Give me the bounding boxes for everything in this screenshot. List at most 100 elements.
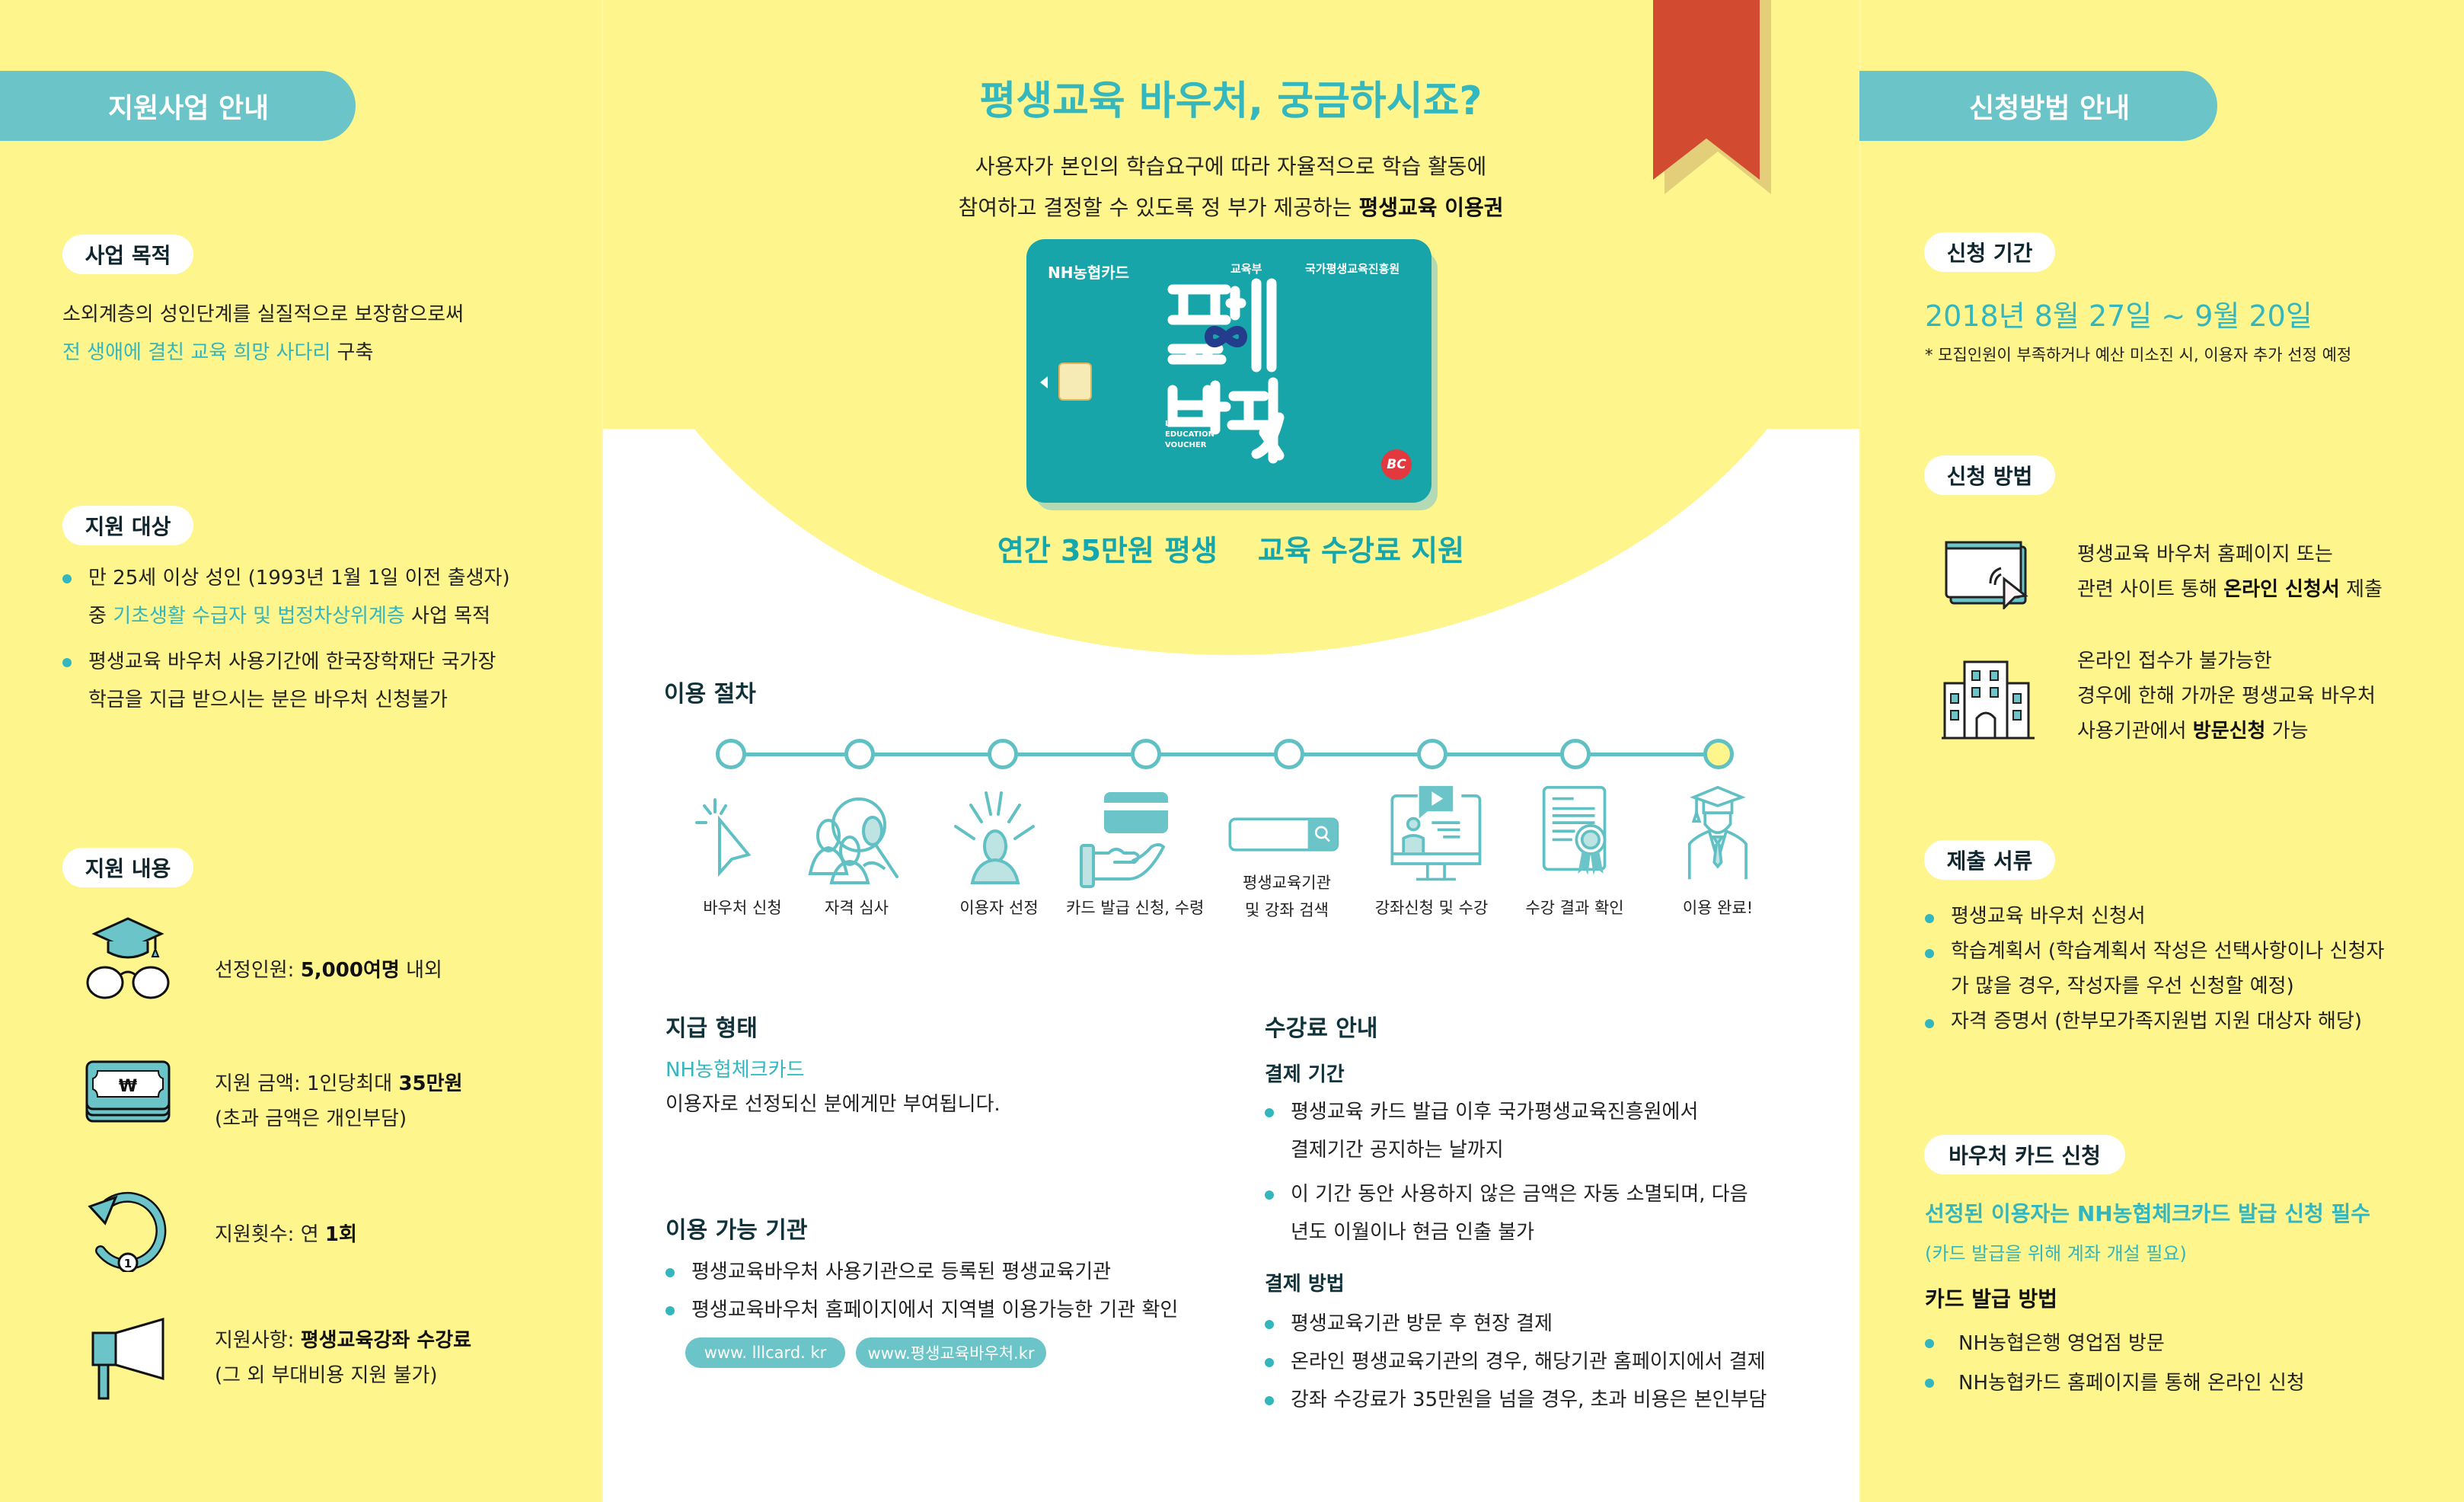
- text: 사용기관에서: [2077, 720, 2193, 743]
- label-text: 사업 목적: [85, 243, 171, 268]
- text: 관련 사이트 통해: [2077, 578, 2224, 601]
- group-magnifier-icon: [808, 797, 898, 884]
- section-title-text: 지원사업 안내: [108, 93, 270, 124]
- text: 지원횟수: 연: [215, 1223, 325, 1246]
- payment-method-list: 평생교육기관 방문 후 현장 결제 온라인 평생교육기관의 경우, 해당기관 홈…: [1265, 1305, 1767, 1419]
- certificate-icon: [1542, 785, 1607, 875]
- step-dot-5: [1274, 739, 1304, 769]
- note-text: (그 외 부대비용 지원 불가): [215, 1364, 438, 1387]
- section-title-support: 지원사업 안내: [0, 71, 356, 141]
- label-apply-method: 신청 방법: [1924, 455, 2055, 495]
- apply-method-visit: 온라인 접수가 불가능한 경우에 한해 가까운 평생교육 바우처 사용기관에서 …: [2077, 644, 2376, 749]
- step-label: 바우처 신청: [703, 899, 782, 917]
- bold-text: 평생교육강좌 수강료: [300, 1329, 472, 1352]
- content-item-1: 선정인원: 5,000여명 내외: [215, 951, 442, 989]
- text: 사업 목적: [404, 605, 491, 628]
- page-title: 평생교육 바우처, 궁금하시죠?: [979, 78, 1483, 124]
- note-text: (초과 금액은 개인부담): [215, 1107, 407, 1130]
- text: 제출: [2339, 578, 2383, 601]
- payment-method-title: 결제 방법: [1265, 1273, 1345, 1296]
- list-item: 이 기간 동안 사용하지 않은 금액은 자동 소멸되며, 다음 년도 이월이나 …: [1265, 1175, 1748, 1251]
- card-caption: 연간 35만원 평생 교육 수강료 지원: [997, 534, 1465, 567]
- search-bar-icon: [1228, 817, 1339, 852]
- link-lllcard[interactable]: www. lllcard. kr: [685, 1337, 845, 1368]
- left-fold-line: [602, 0, 603, 1502]
- payment-period-list: 평생교육 카드 발급 이후 국가평생교육진흥원에서 결제기간 공지하는 날까지 …: [1265, 1093, 1748, 1251]
- step-label: 수강 결과 확인: [1525, 899, 1624, 917]
- list-item: 평생교육 카드 발급 이후 국가평생교육진흥원에서 결제기간 공지하는 날까지: [1265, 1093, 1748, 1169]
- institutions-list: 평생교육바우처 사용기관으로 등록된 평생교육기관 평생교육바우처 홈페이지에서…: [665, 1253, 1178, 1329]
- list-item-line: 가 많을 경우, 작성자를 우선 신청할 예정): [1951, 975, 2294, 998]
- bold-text: 1회: [324, 1223, 357, 1246]
- line: 평생교육 바우처 홈페이지 또는: [2077, 543, 2333, 566]
- bc-network-logo: BC: [1381, 449, 1412, 480]
- line: 온라인 접수가 불가능한: [2077, 650, 2272, 673]
- label-content: 지원 내용: [62, 848, 193, 887]
- list-item: 자격 증명서 (한부모가족지원법 지원 대상자 해당): [1925, 1004, 2384, 1039]
- link-voucher-korean[interactable]: www.평생교육바우처.kr: [856, 1337, 1046, 1368]
- step-dot-4: [1131, 739, 1161, 769]
- label-text: 신청 방법: [1946, 464, 2033, 489]
- label-text: 지원 내용: [85, 856, 171, 881]
- card-in-hand-icon: [1080, 792, 1168, 888]
- bold-text: 온라인 신청서: [2223, 578, 2340, 601]
- label-card-apply: 바우처 카드 신청: [1924, 1135, 2125, 1174]
- subtitle-line2: 참여하고 결정할 수 있도록 정 부가 제공하는 평생교육 이용권: [602, 187, 1859, 228]
- step-dot-2: [844, 739, 875, 769]
- text: 지원 금액: 1인당최대: [215, 1072, 399, 1095]
- list-item: 평생교육바우처 홈페이지에서 지역별 이용가능한 기관 확인: [665, 1291, 1178, 1329]
- step-dot-8-current: [1703, 739, 1734, 769]
- purpose-highlight: 전 생애에 결친 교육 희망 사다리: [62, 341, 331, 364]
- step-dot-3: [988, 739, 1018, 769]
- person-highlight-icon: [954, 791, 1035, 884]
- highlight-text: 기초생활 수급자 및 법정차상위계층: [113, 605, 405, 628]
- list-item: 온라인 평생교육기관의 경우, 해당기관 홈페이지에서 결제: [1265, 1343, 1767, 1381]
- text: VOUCHER: [1165, 441, 1207, 449]
- card-apply-note: (카드 발급을 위해 계좌 개설 필요): [1925, 1243, 2187, 1264]
- text: 참여하고 결정할 수 있도록 정 부가 제공하는: [958, 195, 1359, 220]
- list-item-line: 평생교육 바우처 사용기간에 한국장학재단 국가장: [88, 650, 496, 673]
- bold-text: 방문신청: [2192, 720, 2266, 743]
- label-apply-period: 신청 기간: [1924, 232, 2055, 272]
- bold-text: 평생교육 이용권: [1358, 195, 1504, 220]
- page-subtitle: 사용자가 본인의 학습요구에 따라 자율적으로 학습 활동에 참여하고 결정할 …: [602, 146, 1859, 228]
- step-dot-6: [1417, 739, 1447, 769]
- step-label: 이용자 선정: [959, 899, 1039, 917]
- click-cursor-icon: [695, 798, 752, 877]
- purpose-line1: 소외계층의 성인단계를 실질적으로 보장함으로써: [62, 303, 464, 326]
- graduate-icon: [1687, 785, 1747, 880]
- list-item: 만 25세 이상 성인 (1993년 1월 1일 이전 출생자) 중 기초생활 …: [62, 559, 510, 635]
- bold-text: 35만원: [398, 1072, 463, 1095]
- text: LIFELONG: [1165, 420, 1207, 428]
- label-documents: 제출 서류: [1924, 840, 2055, 880]
- list-item: 학습계획서 (학습계획서 작성은 선택사항이나 신청자 가 많을 경우, 작성자…: [1925, 934, 2384, 1004]
- content-item-3: 지원횟수: 연 1회: [215, 1216, 357, 1254]
- voucher-card-image: NH농협카드 교육부 국가평생교육진흥원 LIFELONG EDUCATION …: [1026, 239, 1431, 503]
- list-item: 평생교육 바우처 신청서: [1925, 899, 2384, 934]
- timeline-line: [731, 753, 1718, 756]
- purpose-rest: 구축: [330, 341, 374, 364]
- step-dot-7: [1560, 739, 1591, 769]
- ministry-logo: 교육부: [1230, 262, 1262, 276]
- section-title-apply: 신청방법 안내: [1859, 71, 2217, 141]
- card-apply-required: 선정된 이용자는 NH농협체크카드 발급 신청 필수: [1925, 1201, 2371, 1226]
- content-item-2: 지원 금액: 1인당최대 35만원 (초과 금액은 개인부담): [215, 1066, 463, 1136]
- list-item: 강좌 수강료가 35만원을 넘을 경우, 초과 비용은 본인부담: [1265, 1381, 1767, 1419]
- bold-text: 5,000여명: [300, 959, 400, 982]
- label-text: 지원 대상: [85, 514, 171, 539]
- tuition-title: 수강료 안내: [1265, 1015, 1378, 1042]
- card-chip-icon: [1058, 363, 1092, 401]
- text: 선정인원:: [215, 959, 301, 982]
- documents-list: 평생교육 바우처 신청서 학습계획서 (학습계획서 작성은 선택사항이나 신청자…: [1925, 899, 2384, 1039]
- text: 중: [88, 605, 113, 628]
- card-arrow-icon: [1040, 376, 1048, 388]
- graduation-cap-glasses-icon: [82, 914, 174, 1005]
- list-item: NH농협카드 홈페이지를 통해 온라인 신청: [1925, 1363, 2305, 1403]
- text: 내외: [399, 959, 442, 982]
- list-item-line: 평생교육 카드 발급 이후 국가평생교육진흥원에서: [1291, 1101, 1699, 1123]
- label-target: 지원 대상: [62, 506, 193, 545]
- purpose-line2: 전 생애에 결친 교육 희망 사다리 구축: [62, 334, 464, 372]
- target-list: 만 25세 이상 성인 (1993년 1월 1일 이전 출생자) 중 기초생활 …: [62, 559, 510, 719]
- list-item-line: 학습계획서 (학습계획서 작성은 선택사항이나 신청자: [1951, 940, 2385, 963]
- list-item: 평생교육바우처 사용기관으로 등록된 평생교육기관: [665, 1253, 1178, 1291]
